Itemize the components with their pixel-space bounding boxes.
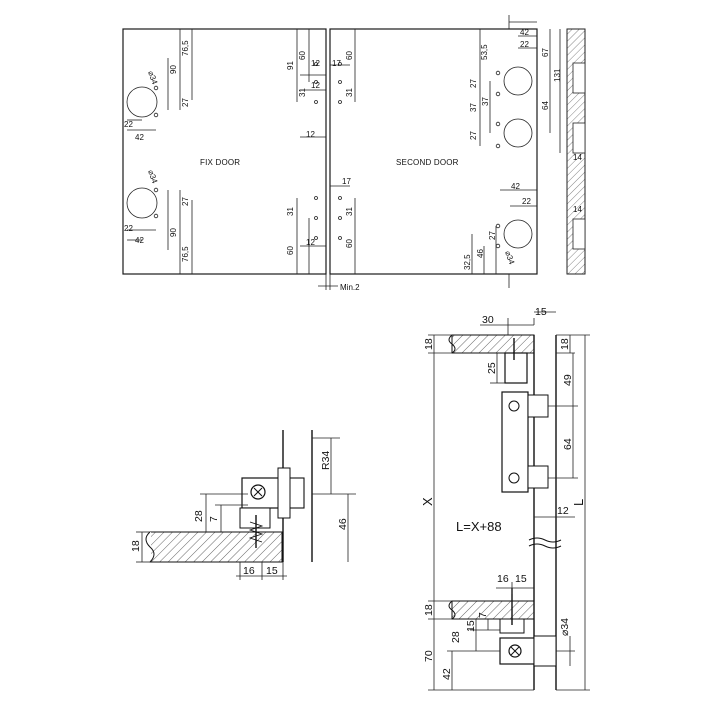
dim-l: L xyxy=(571,499,586,506)
dim-22-b: 22 xyxy=(522,197,531,206)
top-hinge xyxy=(504,352,528,384)
dim-22-top-left: 22 xyxy=(124,120,133,129)
dim-25-right: 25 xyxy=(486,362,498,374)
dim-31-bottom-right: 31 xyxy=(345,207,354,216)
dim-765-top: 76,5 xyxy=(181,40,190,56)
dim-60-top-right: 60 xyxy=(345,51,354,60)
second-door-panel xyxy=(329,28,538,275)
gap-label: Min.2 xyxy=(340,283,360,292)
dim-14-b: 14 xyxy=(573,205,582,214)
second-door-label: SECOND DOOR xyxy=(396,158,459,167)
right-detail: 30 15 18 18 25 49 64 X L L=X+88 12 16 15… xyxy=(420,306,590,691)
dim-16-left: 16 xyxy=(243,565,255,577)
dim-131: 131 xyxy=(553,68,562,82)
dim-17-top: 17 xyxy=(332,59,341,68)
dim-64-right: 64 xyxy=(562,438,574,450)
dim-x: X xyxy=(420,497,435,506)
dim-31-top-right: 31 xyxy=(345,88,354,97)
dim-17-bottom: 17 xyxy=(342,177,351,186)
dim-70-right: 70 xyxy=(423,650,435,662)
dim-7-left: 7 xyxy=(208,516,220,522)
dim-18-top-left: 18 xyxy=(423,338,435,350)
dim-325: 32,5 xyxy=(463,254,472,270)
dim-12-right: 12 xyxy=(557,505,569,517)
dim-90-bottom: 90 xyxy=(169,228,178,237)
dim-15-mid-right: 15 xyxy=(515,573,527,585)
dim-90-top: 90 xyxy=(169,65,178,74)
dim-60-bottom-right: 60 xyxy=(345,239,354,248)
dim-42-top-left: 42 xyxy=(135,133,144,142)
hinge-cup-right-1 xyxy=(503,66,533,96)
dim-46: 46 xyxy=(476,249,485,258)
dim-12-b: 12 xyxy=(311,81,320,90)
dim-31-top-left: 31 xyxy=(298,88,307,97)
dim-535: 53,5 xyxy=(480,44,489,60)
dim-42-bottom-left: 42 xyxy=(135,236,144,245)
dim-12-d: 12 xyxy=(306,238,315,247)
dim-64: 64 xyxy=(541,101,550,110)
dim-dia34-top-left: ⌀34 xyxy=(146,70,159,86)
dim-18-left: 18 xyxy=(130,540,142,552)
hinge-cup-right-3 xyxy=(503,219,533,249)
dim-12-c: 12 xyxy=(306,130,315,139)
dim-31-bottom-left: 31 xyxy=(286,207,295,216)
dim-28-right: 28 xyxy=(450,631,462,643)
dim-37-b: 37 xyxy=(481,97,490,106)
dim-27-a: 27 xyxy=(469,79,478,88)
hinge-cup-top-left xyxy=(126,86,158,118)
dim-27-c: 27 xyxy=(488,231,497,240)
top-view: FIX DOOR SECOND DOOR xyxy=(122,15,586,292)
dim-dia34-bottom-left: ⌀34 xyxy=(146,169,159,185)
dim-49-right: 49 xyxy=(562,374,574,386)
fix-door-label: FIX DOOR xyxy=(200,158,240,167)
dim-28-left: 28 xyxy=(193,510,205,522)
dim-42-right: 42 xyxy=(441,668,453,680)
hinge-cup-right-2 xyxy=(503,118,533,148)
dim-42-b: 42 xyxy=(511,182,520,191)
dim-15-top-right: 15 xyxy=(535,306,547,318)
right-top-shelf xyxy=(451,334,535,354)
dim-dia34-bottom-right: ⌀34 xyxy=(559,618,571,636)
dim-27-b: 27 xyxy=(469,131,478,140)
dim-27-bottom: 27 xyxy=(181,197,190,206)
dim-18-top-right: 18 xyxy=(559,338,571,350)
dim-37-a: 37 xyxy=(469,103,478,112)
dim-67: 67 xyxy=(541,48,550,57)
dim-46-left: 46 xyxy=(337,518,349,530)
dim-12-a: 12 xyxy=(311,59,320,68)
dim-42-a: 42 xyxy=(520,28,529,37)
dim-15-small: 15 xyxy=(465,620,477,632)
left-detail: R34 28 7 46 18 16 15 xyxy=(130,430,356,580)
dim-60-bottom-left: 60 xyxy=(286,246,295,255)
dim-dia34-right: ⌀34 xyxy=(503,250,516,266)
formula-label: L=X+88 xyxy=(456,519,502,534)
dim-16-right: 16 xyxy=(497,573,509,585)
dim-60-top-left: 60 xyxy=(298,51,307,60)
dim-22-bottom-left: 22 xyxy=(124,224,133,233)
dim-7-right: 7 xyxy=(477,612,489,618)
dim-765-bottom: 76,5 xyxy=(181,246,190,262)
right-bottom-shelf xyxy=(451,600,535,620)
dim-r34: R34 xyxy=(320,451,332,470)
dim-22-a: 22 xyxy=(520,40,529,49)
dim-15-left: 15 xyxy=(266,565,278,577)
dim-18-bottom: 18 xyxy=(423,604,435,616)
dim-91: 91 xyxy=(286,61,295,70)
dim-14-a: 14 xyxy=(573,153,582,162)
dim-30-right: 30 xyxy=(482,314,494,326)
left-shelf xyxy=(149,531,283,563)
hinge-cup-bottom-left xyxy=(126,187,158,219)
dim-27-top: 27 xyxy=(181,98,190,107)
fix-door-panel xyxy=(122,28,327,275)
